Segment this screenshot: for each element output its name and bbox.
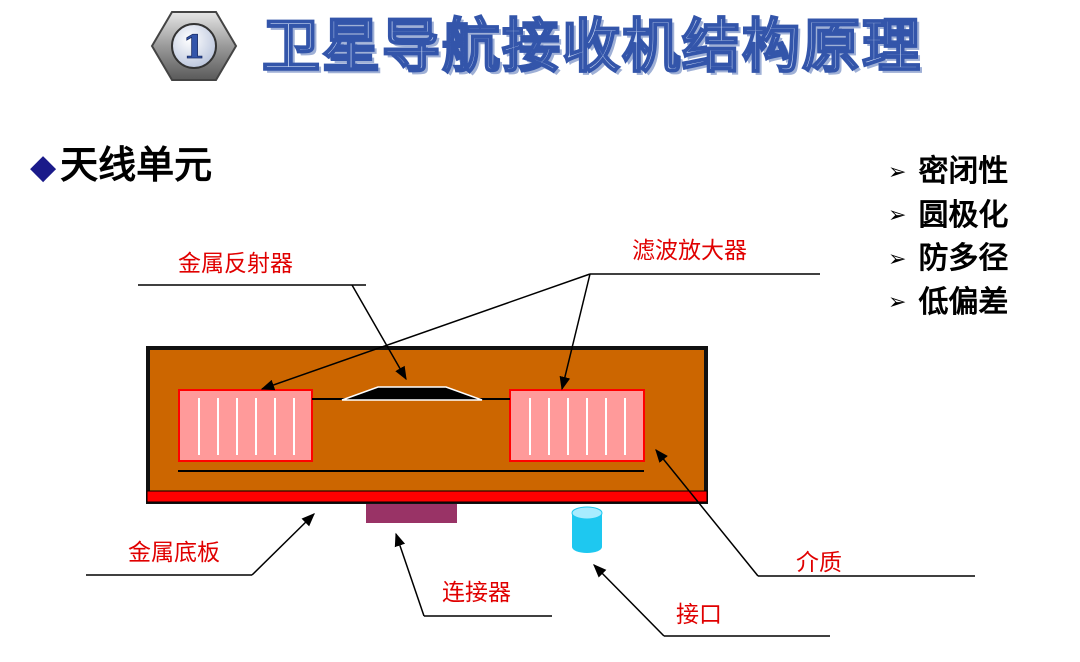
badge-number: 1 bbox=[183, 28, 205, 66]
port-bottom bbox=[572, 541, 602, 553]
feature-item: ➢ 防多径 bbox=[888, 237, 1008, 281]
connector-block bbox=[366, 504, 457, 523]
right-filter-module bbox=[509, 389, 645, 462]
feature-list: ➢ 密闭性 ➢ 圆极化 ➢ 防多径 ➢ 低偏差 bbox=[888, 150, 1008, 324]
leader-arrow bbox=[559, 273, 591, 391]
leader-arrow bbox=[655, 448, 759, 577]
label-metal-reflector: 金属反射器 bbox=[178, 251, 293, 277]
arrow-bullet-icon: ➢ bbox=[888, 290, 907, 316]
feature-item: ➢ 低偏差 bbox=[888, 281, 1008, 325]
title-number-badge: 1 bbox=[150, 11, 238, 81]
feature-text: 防多径 bbox=[918, 241, 1009, 276]
feature-text: 低偏差 bbox=[918, 284, 1009, 320]
port-cylinder bbox=[571, 506, 603, 553]
label-port: 接口 bbox=[676, 602, 722, 628]
feature-text: 密闭性 bbox=[918, 154, 1009, 189]
leader-arrow bbox=[593, 564, 665, 637]
leader-arrow bbox=[394, 532, 425, 617]
arrow-bullet-icon: ➢ bbox=[888, 159, 907, 185]
base-plate bbox=[146, 490, 708, 503]
port-top bbox=[571, 506, 603, 520]
feature-text: 圆极化 bbox=[918, 197, 1009, 233]
label-dielectric: 介质 bbox=[796, 550, 842, 576]
metal-reflector bbox=[341, 386, 483, 401]
left-filter-module bbox=[178, 389, 313, 462]
diamond-bullet-icon: ◆ bbox=[30, 147, 57, 187]
page-title: 卫星导航接收机结构原理 bbox=[261, 11, 923, 81]
section-heading-text: 天线单元 bbox=[60, 143, 213, 187]
label-filter-amplifier: 滤波放大器 bbox=[632, 238, 747, 264]
leader-arrow bbox=[251, 513, 315, 576]
label-metal-base-plate: 金属底板 bbox=[128, 540, 220, 566]
section-heading: ◆天线单元 bbox=[30, 140, 212, 192]
module-box bbox=[509, 389, 645, 462]
leader-arrow bbox=[260, 273, 591, 391]
arrow-bullet-icon: ➢ bbox=[888, 203, 907, 229]
label-connector: 连接器 bbox=[442, 580, 511, 606]
badge-circle bbox=[171, 23, 217, 69]
module-box bbox=[178, 389, 313, 462]
arrow-bullet-icon: ➢ bbox=[888, 246, 907, 272]
feature-item: ➢ 密闭性 bbox=[888, 150, 1008, 194]
leader-arrow bbox=[351, 284, 407, 381]
feature-item: ➢ 圆极化 bbox=[888, 194, 1008, 238]
